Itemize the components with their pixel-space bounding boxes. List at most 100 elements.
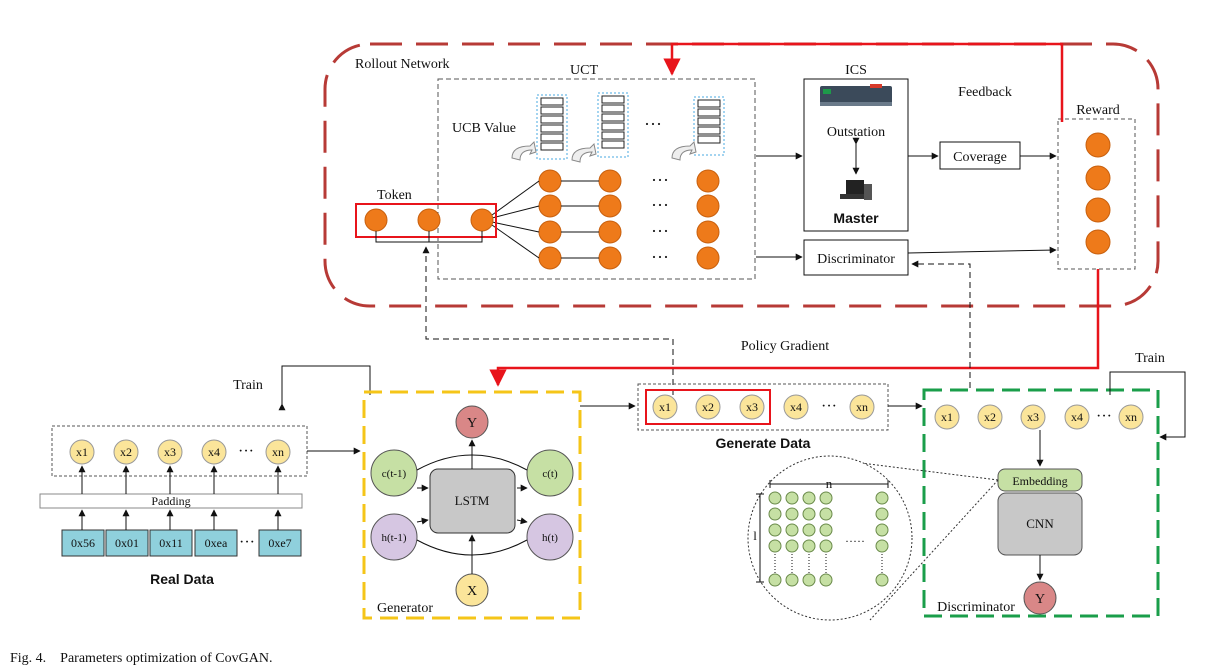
real-token: x4: [208, 445, 220, 459]
real-train-label: Train: [233, 378, 263, 393]
disc-train-label: Train: [1135, 351, 1165, 366]
reward-label: Reward: [1076, 103, 1120, 118]
c-cur-label: c(t): [542, 468, 558, 480]
padding-bar: [39, 493, 303, 509]
lstm-label: LSTM: [455, 493, 490, 508]
disc-token: x3: [1027, 410, 1039, 424]
generate-token-nodes: [652, 394, 875, 420]
n-label: n: [826, 476, 833, 491]
cnn-label: CNN: [1026, 516, 1054, 531]
embedding-label: Embedding: [1012, 474, 1067, 488]
rollout-arrows: [756, 152, 1057, 261]
outstation-label: Outstation: [827, 125, 885, 140]
ucb-value-label: UCB Value: [452, 121, 516, 136]
real-token: xn: [272, 445, 284, 459]
embedding-vertical-dots: [774, 554, 883, 573]
reward-nodes: [1085, 132, 1111, 255]
generator-label: Generator: [377, 601, 433, 616]
disc-train-loop: [1109, 371, 1186, 441]
x-label: X: [467, 584, 477, 599]
rollout-network-label: Rollout Network: [355, 57, 450, 72]
byte-label: 0x11: [159, 536, 183, 550]
feedback-arrow: [663, 42, 1064, 122]
real-up-arrows: [78, 447, 361, 530]
uct-node-links: [491, 180, 599, 259]
l-label: l: [753, 528, 757, 543]
outstation-device-icon: [820, 84, 892, 106]
c-prev-label: c(t-1): [382, 468, 407, 480]
generate-token: x3: [746, 400, 758, 414]
ucb-ellipsis: ···: [644, 114, 662, 134]
generate-token: x2: [702, 400, 714, 414]
byte-boxes: [61, 529, 302, 557]
byte-label: 0xe7: [268, 536, 291, 550]
real-token: x3: [164, 445, 176, 459]
generate-token: x4: [790, 400, 802, 414]
disc-y-label: Y: [1035, 592, 1045, 607]
token-nodes: [364, 208, 494, 232]
feedback-label: Feedback: [958, 85, 1012, 100]
uct-row-ellipsis: ···: [651, 195, 669, 215]
ics-label: ICS: [845, 63, 867, 78]
token-bracket: [375, 231, 483, 243]
uct-row-ellipsis: ···: [651, 221, 669, 241]
generator-arrows: [416, 402, 636, 574]
y-node: [455, 405, 489, 439]
generate-token: xn: [856, 400, 868, 414]
real-token: x2: [120, 445, 132, 459]
uct-box: [437, 78, 756, 280]
master-label: Master: [833, 210, 879, 226]
real-train-loop: [278, 365, 371, 411]
byte-label: 0x56: [71, 536, 95, 550]
generate-data-label: Generate Data: [716, 435, 811, 451]
disc-token-ellipsis: ···: [1096, 408, 1112, 425]
token-box: [355, 203, 497, 238]
uct-label: UCT: [570, 63, 598, 78]
byte-label: 0x01: [115, 536, 139, 550]
reward-box: [1057, 118, 1136, 270]
padding-label: Padding: [151, 494, 190, 508]
generate-token: x1: [659, 400, 671, 414]
h-prev-label: h(t-1): [381, 532, 406, 544]
disc-y-node: [1023, 581, 1057, 615]
c-cur-node: [526, 449, 574, 497]
discriminator-label: Discriminator: [937, 600, 1015, 615]
rollout-discriminator-label: Discriminator: [817, 252, 895, 267]
disc-token: x1: [941, 410, 953, 424]
byte-label: 0xea: [205, 536, 228, 550]
generate-data-highlight: [645, 389, 771, 425]
generate-data-box: [637, 383, 889, 431]
ucb-update-arrow-icon: [511, 140, 697, 163]
disc-token: x4: [1071, 410, 1083, 424]
generate-ellipsis: ···: [821, 398, 837, 415]
disc-token: xn: [1125, 410, 1137, 424]
disc-token-nodes: [934, 404, 1144, 430]
h-prev-node: [370, 513, 418, 561]
byte-ellipsis: ···: [239, 534, 255, 551]
discriminator-boundary: [922, 388, 1160, 618]
ucb-stack-2: [597, 92, 629, 158]
real-token-nodes: [69, 439, 291, 465]
figure-caption: Fig. 4. Parameters optimization of CovGA…: [10, 651, 272, 666]
rollout-network-boundary: [323, 42, 1160, 308]
ucb-stack-1: [536, 94, 568, 160]
coverage-label: Coverage: [953, 150, 1007, 165]
real-token: x1: [76, 445, 88, 459]
policy-gradient-label: Policy Gradient: [741, 339, 829, 354]
embedding-horizontal-dots: ·····: [845, 534, 865, 548]
computer-icon: [840, 180, 872, 200]
rollout-discriminator-box: [803, 239, 909, 276]
embedding-matrix: [768, 491, 889, 587]
ics-box: [803, 78, 909, 232]
h-cur-node: [526, 513, 574, 561]
generator-boundary: [362, 390, 582, 620]
uct-node-grid: [538, 169, 720, 270]
real-token-ellipsis: ···: [238, 443, 254, 460]
token-label: Token: [377, 188, 412, 203]
uct-row-ellipsis: ···: [651, 170, 669, 190]
ucb-stack-3: [693, 96, 725, 156]
real-data-label: Real Data: [150, 571, 214, 587]
policy-gradient-arrow: [489, 269, 1100, 387]
y-label: Y: [467, 416, 477, 431]
